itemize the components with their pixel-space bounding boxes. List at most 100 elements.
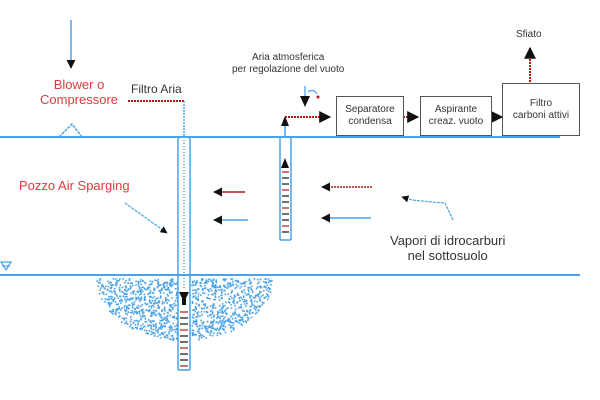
air-bubble xyxy=(110,284,112,286)
air-bubble xyxy=(131,310,133,312)
air-bubble xyxy=(150,320,152,322)
air-bubble xyxy=(157,279,159,281)
air-bubble xyxy=(163,286,166,288)
air-bubble xyxy=(158,313,161,315)
air-bubble xyxy=(195,307,197,309)
air-bubble xyxy=(208,290,210,293)
air-bubble xyxy=(246,316,249,319)
air-bubble xyxy=(174,283,177,285)
air-bubble xyxy=(101,291,104,294)
air-bubble xyxy=(117,316,120,318)
air-bubble xyxy=(153,305,155,308)
air-bubble xyxy=(148,305,150,308)
air-bubble xyxy=(251,302,253,304)
air-bubble xyxy=(159,289,161,292)
air-bubble xyxy=(125,322,128,324)
air-bubble xyxy=(169,305,172,308)
air-bubble xyxy=(241,319,244,322)
air-bubble xyxy=(114,312,116,315)
air-bubble xyxy=(142,326,145,328)
air-bubble xyxy=(109,287,112,289)
air-bubble xyxy=(192,321,195,323)
air-bubble xyxy=(162,282,165,285)
carbon-filter-line2: carboni attivi xyxy=(512,109,570,121)
air-bubble xyxy=(235,313,238,316)
air-bubble xyxy=(253,307,255,310)
air-bubble xyxy=(120,309,122,311)
air-bubble xyxy=(192,329,195,332)
air-bubble xyxy=(265,296,267,298)
air-bubble xyxy=(132,291,135,293)
air-bubble xyxy=(261,303,264,306)
air-bubble xyxy=(192,293,194,295)
air-bubble xyxy=(96,280,98,282)
air-bubble xyxy=(217,312,219,315)
air-bubble xyxy=(227,320,230,322)
air-bubble xyxy=(250,282,252,284)
air-bubble xyxy=(196,281,198,284)
air-bubble xyxy=(149,299,151,301)
air-bubble xyxy=(140,292,142,295)
air-bubble xyxy=(265,286,267,289)
air-bubble xyxy=(200,285,203,288)
air-bubble xyxy=(224,279,226,282)
air-bubble xyxy=(138,310,141,312)
air-bubble xyxy=(132,303,134,306)
air-bubble xyxy=(268,290,270,293)
air-bubble xyxy=(98,279,101,281)
air-bubble xyxy=(129,287,132,290)
air-bubble xyxy=(165,315,168,318)
air-bubble xyxy=(209,332,212,334)
air-bubble xyxy=(259,305,262,307)
air-bubble xyxy=(122,278,124,280)
air-bubble xyxy=(153,287,156,290)
air-bubble xyxy=(250,298,253,301)
air-bubble xyxy=(142,308,144,311)
air-bubble xyxy=(176,300,179,302)
air-bubble xyxy=(160,332,163,334)
air-bubble xyxy=(163,318,166,320)
air-bubble xyxy=(263,302,265,304)
air-bubble xyxy=(213,298,215,301)
air-bubble xyxy=(106,298,108,301)
air-bubble xyxy=(225,278,227,281)
air-bubble xyxy=(123,319,126,321)
air-bubble xyxy=(143,314,145,317)
air-bubble xyxy=(219,333,222,335)
air-bubble xyxy=(101,285,103,287)
air-bubble xyxy=(112,299,114,301)
air-bubble xyxy=(216,317,218,319)
air-bubble xyxy=(248,310,251,313)
air-bubble xyxy=(213,319,215,321)
air-bubble xyxy=(247,292,250,295)
carbon-filter-box: Filtro carboni attivi xyxy=(502,83,580,136)
air-bubble xyxy=(257,310,260,312)
air-bubble xyxy=(160,289,163,292)
air-bubble xyxy=(149,324,151,326)
extractor-line1: Aspirante xyxy=(434,104,478,115)
air-bubble xyxy=(135,284,137,287)
air-bubble xyxy=(221,310,224,313)
air-bubble xyxy=(120,302,122,305)
air-bubble xyxy=(212,278,215,280)
air-bubble xyxy=(114,301,117,303)
air-bubble xyxy=(221,312,224,314)
air-bubble xyxy=(175,312,178,314)
air-bubble xyxy=(169,314,172,317)
air-bubble xyxy=(155,324,157,326)
air-bubble xyxy=(214,291,216,293)
air-bubble xyxy=(155,329,157,331)
air-bubble xyxy=(244,292,246,294)
air-bubble xyxy=(168,331,170,333)
air-bubble xyxy=(251,289,253,291)
air-bubble xyxy=(256,300,258,303)
air-bubble xyxy=(137,322,139,325)
air-bubble xyxy=(99,282,102,284)
air-bubble xyxy=(156,280,158,282)
air-bubble xyxy=(200,311,203,313)
air-bubble xyxy=(266,293,268,295)
air-bubble xyxy=(267,298,269,301)
air-bubble xyxy=(240,307,243,309)
air-bubble xyxy=(233,299,235,301)
air-bubble xyxy=(194,292,197,295)
